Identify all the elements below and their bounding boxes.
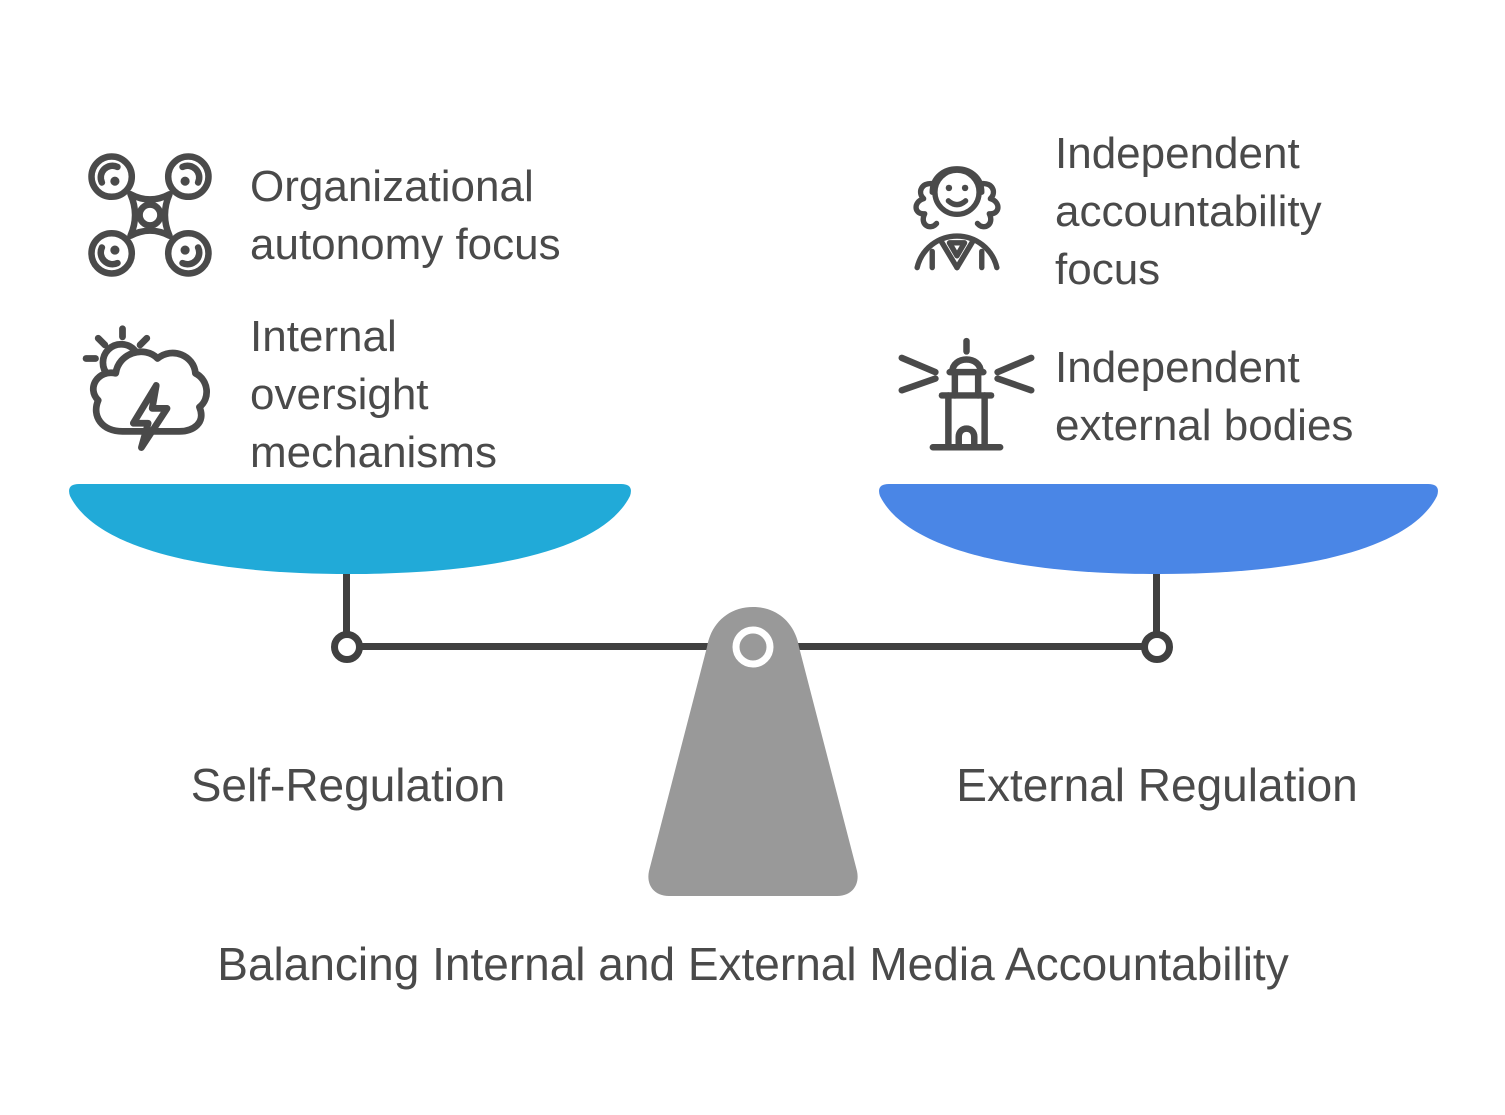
right-item-1-text: Independent accountability focus [1055, 125, 1322, 299]
left-item-2-text: Internal oversight mechanisms [250, 308, 497, 482]
left-pan-label: Self-Regulation [190, 759, 506, 811]
left-pan [69, 484, 631, 574]
text-line: oversight [250, 370, 429, 419]
text-line: Independent [1055, 343, 1300, 392]
right-pan-shape [879, 484, 1438, 574]
left-pivot-circle [331, 631, 363, 663]
text-line: autonomy focus [250, 220, 561, 269]
left-pan-shape [69, 484, 631, 574]
right-pan-label: External Regulation [956, 759, 1358, 811]
lighthouse-icon [898, 337, 1035, 451]
left-item-1-text: Organizational autonomy focus [250, 158, 561, 274]
right-pan-stem [1153, 572, 1160, 632]
text-line: Internal [250, 312, 397, 361]
text-line: focus [1055, 245, 1161, 294]
diagram-title: Balancing Internal and External Media Ac… [217, 938, 1289, 990]
left-pan-stem [343, 568, 350, 632]
fulcrum-shape [648, 607, 858, 896]
right-item-2-text: Independent external bodies [1055, 339, 1353, 455]
text-line: accountability [1055, 187, 1322, 236]
text-line: Organizational [250, 162, 534, 211]
text-line: mechanisms [250, 428, 497, 477]
text-line: Independent [1055, 129, 1300, 178]
right-pivot-circle [1141, 631, 1173, 663]
right-pan [879, 484, 1438, 574]
fulcrum-pivot-ring [732, 626, 774, 668]
fulcrum [648, 607, 858, 896]
judge-icon [913, 166, 1001, 271]
text-line: external bodies [1055, 401, 1354, 450]
storm-cloud-icon [82, 325, 210, 451]
drone-icon [88, 153, 212, 277]
